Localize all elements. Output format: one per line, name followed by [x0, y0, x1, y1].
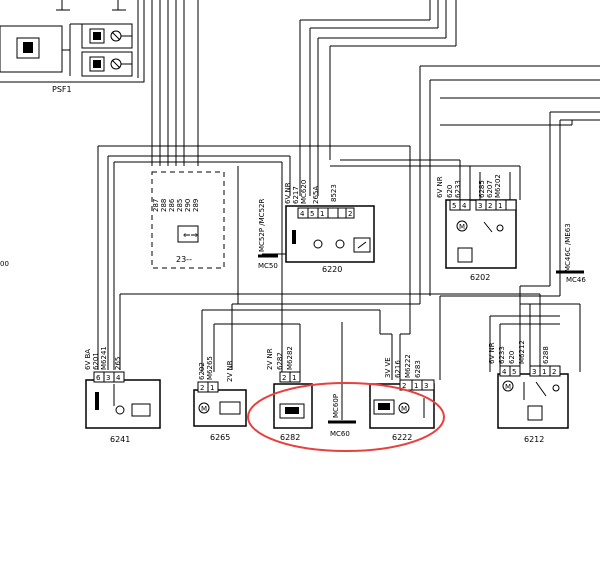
label-265a: 265A — [312, 186, 320, 204]
pin-2: 2 — [282, 374, 286, 382]
pin-1: 1 — [210, 384, 214, 392]
motor-icon — [456, 220, 468, 232]
label-m6212: M6212 — [518, 340, 526, 364]
pin-3: 3 — [106, 374, 110, 382]
wire-289: 289 — [192, 199, 200, 212]
ground-mc60: MC60P MC60 — [328, 322, 356, 438]
label-265: 265 — [114, 357, 122, 370]
component-6282-label: 6282 — [280, 433, 300, 442]
component-6241-label: 6241 — [110, 435, 130, 444]
label-6216: 6216 — [394, 360, 402, 378]
component-6222: 2 1 3 M 3V VE 6216 M6222 6283 6222 — [369, 354, 435, 442]
svg-text:M: M — [505, 383, 511, 391]
label-6202: 6202 — [198, 362, 206, 380]
component-6265-label: 6265 — [210, 433, 230, 442]
label-2v-nr: 2V NR — [266, 348, 274, 370]
wire-286: 286 — [168, 198, 176, 212]
connector-23-label: 23-- — [176, 255, 192, 264]
pin-4: 4 — [462, 202, 467, 210]
label-mc620: MC620 — [300, 180, 308, 204]
label-m6265: M6265 — [206, 356, 214, 380]
label-m6202: M6202 — [494, 174, 502, 198]
pin-1: 1 — [498, 202, 502, 210]
label-6v-nr: 6V NR — [436, 176, 444, 198]
psf1-module: PSF1 — [0, 0, 145, 94]
connector-23: ⇐⇒ 287 288 286 285 290 289 23-- — [151, 171, 225, 269]
label-6v-nr: 6V NR — [284, 182, 292, 204]
pin-1: 1 — [292, 374, 296, 382]
ground-tag-mc52: MC52P /MC52R — [258, 199, 266, 252]
component-6265: 2 1 M 6202 M6265 2V NR 6265 — [193, 356, 247, 442]
highlight-ellipse — [247, 382, 445, 452]
component-6220: 4 5 1 2 6V NR 6217 MC620 265A 8523 6220 … — [258, 180, 375, 274]
left-edge-label: 00 — [0, 260, 9, 268]
pin-5: 5 — [310, 210, 314, 218]
component-6202: 5 4 3 2 1 M 6V NR 620 6233 6285 6207 M62… — [436, 174, 586, 284]
label-6201: 6201 — [92, 352, 100, 370]
label-m6222: M6222 — [404, 354, 412, 378]
label-6v-nr: 6V NR — [488, 342, 496, 364]
component-6220-label: 6220 — [322, 265, 342, 274]
label-6285: 6285 — [478, 180, 486, 198]
pin-2: 2 — [200, 384, 204, 392]
component-6212-label: 6212 — [524, 435, 544, 444]
label-6233: 6233 — [454, 180, 462, 198]
svg-text:M: M — [401, 405, 407, 413]
label-m6282: M6282 — [286, 346, 294, 370]
label-620: 620 — [446, 185, 454, 198]
label-3v-ve: 3V VE — [384, 357, 392, 378]
pin-2: 2 — [402, 382, 406, 390]
svg-text:M: M — [201, 405, 207, 413]
label-8523: 8523 — [330, 184, 338, 202]
psf1-label: PSF1 — [52, 85, 72, 94]
car-icon — [219, 401, 241, 415]
wire-288: 288 — [160, 199, 168, 212]
svg-text:M: M — [459, 223, 465, 231]
pin-3: 3 — [532, 368, 536, 376]
double-arrow-icon: ⇐⇒ — [183, 231, 199, 241]
label-6288: 6288 — [542, 346, 550, 364]
ground-mc46: MC46 — [566, 276, 586, 284]
pin-5: 5 — [452, 202, 456, 210]
pin-4: 4 — [116, 374, 121, 382]
car-icon — [131, 403, 151, 417]
pin-3: 3 — [478, 202, 482, 210]
pin-5: 5 — [512, 368, 516, 376]
component-6202-label: 6202 — [470, 273, 490, 282]
ground-tag-mc60p: MC60P — [332, 394, 340, 418]
pin-4: 4 — [300, 210, 305, 218]
pin-4: 4 — [502, 368, 507, 376]
ground-mc50: MC50 — [258, 262, 278, 270]
label-2v-nr: 2V NR — [226, 360, 234, 382]
label-6207: 6207 — [486, 180, 494, 198]
wire-285: 285 — [176, 199, 184, 212]
pin-6: 6 — [96, 374, 101, 382]
pin-2: 2 — [552, 368, 556, 376]
pin-1: 1 — [414, 382, 418, 390]
component-6212: 4 5 3 1 2 M 6V NR 6233 620 M6212 6288 62… — [488, 340, 569, 444]
pin-1: 1 — [320, 210, 324, 218]
label-6282: 6282 — [276, 352, 284, 370]
label-6233: 6233 — [498, 346, 506, 364]
pin-2: 2 — [488, 202, 492, 210]
ground-ref-mc60: MC60 — [330, 430, 350, 438]
pin-2: 2 — [348, 210, 352, 218]
label-620: 620 — [508, 351, 516, 364]
label-6v-ba: 6V BA — [84, 349, 92, 370]
label-6217: 6217 — [292, 186, 300, 204]
pin-3: 3 — [424, 382, 428, 390]
wire-290: 290 — [184, 199, 192, 212]
label-6283: 6283 — [414, 360, 422, 378]
wire-287: 287 — [152, 199, 160, 212]
seat-icon — [527, 405, 543, 421]
component-6222-label: 6222 — [392, 433, 412, 442]
label-m6241: M6241 — [100, 346, 108, 370]
pin-1: 1 — [542, 368, 546, 376]
bus-wiring — [97, 0, 600, 380]
ground-tag-mc46c: MC46C /ME63 — [564, 223, 572, 272]
component-6241: 6 3 4 6V BA 6201 M6241 265 6241 — [84, 346, 161, 444]
seat-icon — [457, 247, 473, 263]
